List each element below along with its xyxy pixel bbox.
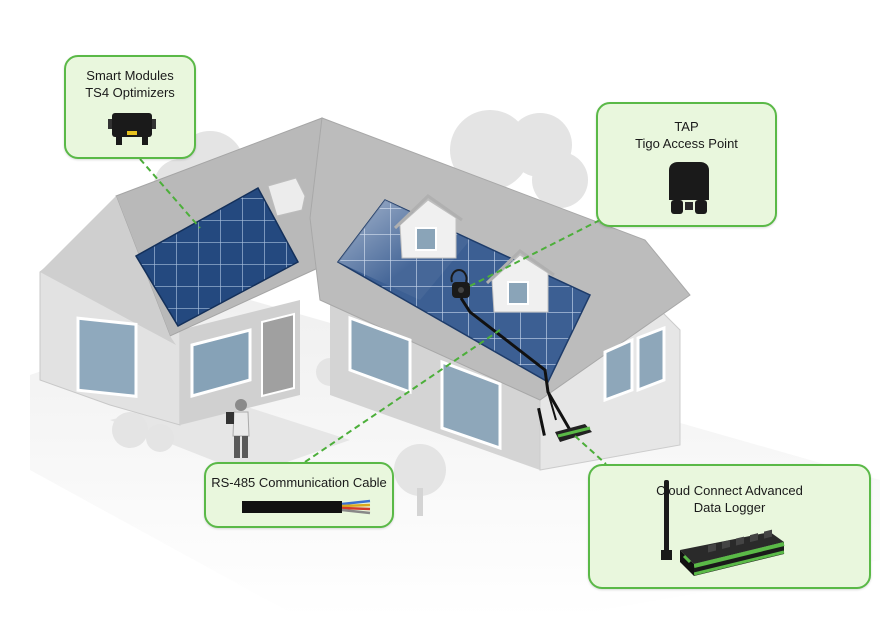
- antenna-cable: [547, 391, 557, 421]
- dormer-1: [393, 194, 463, 259]
- callout-modules-line2: TS4 Optimizers: [85, 85, 175, 100]
- callout-data-logger: Cloud Connect Advanced Data Logger: [588, 464, 871, 589]
- leader-modules: [139, 158, 201, 229]
- leader-tap: [469, 219, 601, 287]
- window-gable: [76, 316, 138, 398]
- callout-logger-line2: Data Logger: [693, 500, 766, 515]
- leader-lines: [139, 158, 607, 465]
- cloud-connect-logger-icon: [661, 480, 785, 576]
- callout-logger-line1: Cloud Connect Advanced: [656, 483, 803, 498]
- tap-device-on-roof: [450, 268, 470, 298]
- window-gable-right-2: [636, 325, 666, 393]
- callout-tap: TAP Tigo Access Point: [596, 102, 777, 227]
- door: [261, 312, 295, 398]
- rs485-cable-icon: [242, 499, 371, 515]
- window-gable-right-1: [603, 337, 634, 403]
- callout-rs485-cable: RS-485 Communication Cable: [204, 462, 394, 528]
- callout-tap-line2: Tigo Access Point: [635, 136, 738, 151]
- rs485-cable-route: [459, 297, 572, 431]
- solar-array-left: [134, 186, 300, 327]
- window-right-1: [348, 315, 412, 395]
- callout-cable-line1: RS-485 Communication Cable: [211, 475, 387, 490]
- person-figure: [226, 399, 250, 458]
- callout-modules-line1: Smart Modules: [86, 68, 174, 83]
- left-wing: [39, 117, 323, 426]
- window-front-left: [190, 328, 252, 398]
- ts4-optimizer-icon: [108, 113, 156, 145]
- tigo-access-point-icon: [669, 162, 709, 214]
- roof-vent: [267, 177, 306, 217]
- callout-smart-modules: Smart Modules TS4 Optimizers: [64, 55, 196, 159]
- data-logger-on-wall: [537, 407, 592, 442]
- window-right-2: [440, 359, 502, 451]
- leader-logger: [574, 435, 607, 465]
- callout-tap-line1: TAP: [674, 119, 699, 134]
